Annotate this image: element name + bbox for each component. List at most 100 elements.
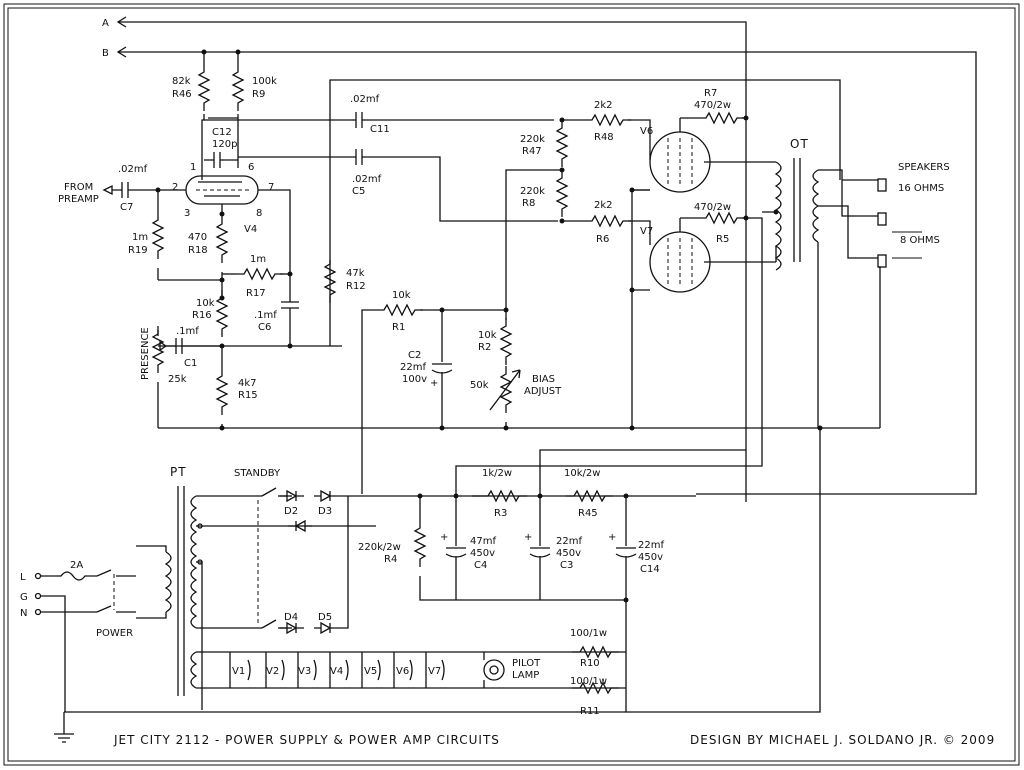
bias-pot-value: 50k <box>470 380 489 391</box>
c14-ref: C14 <box>640 564 660 575</box>
svg-text:+: + <box>430 378 438 389</box>
v4-label: V4 <box>244 224 257 235</box>
heater-v6: V6 <box>396 666 409 677</box>
c1-ref: C1 <box>184 358 197 369</box>
r17-value: 1m <box>250 254 266 265</box>
svg-text:+: + <box>608 532 616 543</box>
c4-cap: 47mf <box>470 536 496 547</box>
r15-value: 4k7 <box>238 378 257 389</box>
c4-volt: 450v <box>470 548 495 559</box>
r19-value: 1m <box>132 232 148 243</box>
c7-value: .02mf <box>118 164 148 175</box>
c4-ref: C4 <box>474 560 487 571</box>
pilot-lamp <box>483 659 505 681</box>
r47-ref: R47 <box>522 146 542 157</box>
c11-value: .02mf <box>350 94 380 105</box>
rail-b-arrow <box>116 46 127 58</box>
r10-value: 100/1w <box>570 628 607 639</box>
c3-volt: 450v <box>556 548 581 559</box>
ohms16-label: 16 OHMS <box>898 183 944 194</box>
r8-value: 220k <box>520 186 545 197</box>
r16-ref: R16 <box>192 310 212 321</box>
r15-ref: R15 <box>238 390 258 401</box>
footer-credit: DESIGN BY MICHAEL J. SOLDANO JR. © 2009 <box>690 733 995 747</box>
r5-ref: R5 <box>716 234 729 245</box>
rail-b-label: B <box>102 48 109 59</box>
power-switch-label: POWER <box>96 628 133 639</box>
bias-label-1: BIAS <box>532 374 555 385</box>
v4-pin6: 6 <box>248 162 254 173</box>
svg-text:+: + <box>440 532 448 543</box>
r3-value: 1k/2w <box>482 468 512 479</box>
rail-a-wire <box>118 21 747 502</box>
jack-16-a <box>877 178 887 192</box>
rail-b-wire <box>118 51 977 495</box>
heater-v2: V2 <box>266 666 279 677</box>
c5-value: .02mf <box>352 174 382 185</box>
standby-label: STANDBY <box>234 468 281 479</box>
r7-ref: R7 <box>704 88 717 99</box>
r45-ref: R45 <box>578 508 598 519</box>
v6-label: V6 <box>640 126 653 137</box>
r19-ref: R19 <box>128 245 148 256</box>
r45-value: 10k/2w <box>564 468 600 479</box>
r17-ref: R17 <box>246 288 266 299</box>
c14-volt: 450v <box>638 552 663 563</box>
r12-value: 47k <box>346 268 365 279</box>
c11-ref: C11 <box>370 124 390 135</box>
r9-ref: R9 <box>252 89 265 100</box>
heater-v5: V5 <box>364 666 377 677</box>
ohms8-label: 8 OHMS <box>900 235 940 246</box>
r11-ref: R11 <box>580 706 600 717</box>
r4-value: 220k/2w <box>358 542 401 553</box>
r9-value: 100k <box>252 76 277 87</box>
fuse-label: 2A <box>70 560 83 571</box>
c1-value: .1mf <box>176 326 199 337</box>
c12-ref: C12 <box>212 127 232 138</box>
r10-ref: R10 <box>580 658 600 669</box>
v4-pin1: 1 <box>190 162 196 173</box>
r1-value: 10k <box>392 290 411 301</box>
r2-ref: R2 <box>478 342 491 353</box>
r46-ref: R46 <box>172 89 192 100</box>
c7-ref: C7 <box>120 202 133 213</box>
speakers-label: SPEAKERS <box>898 162 950 173</box>
v4-pin3: 3 <box>184 208 190 219</box>
r16-value: 10k <box>196 298 215 309</box>
c3-cap: 22mf <box>556 536 582 547</box>
from-preamp-2: PREAMP <box>58 194 99 205</box>
presence-label: PRESENCE <box>140 327 151 380</box>
r3-ref: R3 <box>494 508 507 519</box>
from-preamp-1: FROM <box>64 182 93 193</box>
c5-ref: C5 <box>352 186 365 197</box>
c6-ref: C6 <box>258 322 271 333</box>
r8-ref: R8 <box>522 198 535 209</box>
svg-text:+: + <box>524 532 532 543</box>
footer-title: JET CITY 2112 - POWER SUPPLY & POWER AMP… <box>113 733 500 747</box>
c6-value: .1mf <box>254 310 277 321</box>
v4-pin7: 7 <box>268 182 274 193</box>
r5-value: 470/2w <box>694 202 731 213</box>
inner-border <box>7 7 1016 762</box>
jack-16-b <box>877 212 887 226</box>
heater-v4: V4 <box>330 666 343 677</box>
pt-label: PT <box>170 465 187 479</box>
bias-label-2: ADJUST <box>524 386 562 397</box>
r1-ref: R1 <box>392 322 405 333</box>
mains-l: L <box>20 572 26 583</box>
r46-value: 82k <box>172 76 191 87</box>
c3-ref: C3 <box>560 560 573 571</box>
mains-g: G <box>20 592 28 603</box>
d5-label: D5 <box>318 612 332 623</box>
rail-a-label: A <box>102 18 109 29</box>
heater-v1: V1 <box>232 666 245 677</box>
jack-8 <box>877 254 887 268</box>
r48-ref: R48 <box>594 132 614 143</box>
r18-ref: R18 <box>188 245 208 256</box>
v4-pin8: 8 <box>256 208 262 219</box>
v4-pin2: 2 <box>172 182 178 193</box>
c2-cap: 22mf <box>400 362 426 373</box>
c12-value: 120p <box>212 139 237 150</box>
heater-v3: V3 <box>298 666 311 677</box>
r47-value: 220k <box>520 134 545 145</box>
